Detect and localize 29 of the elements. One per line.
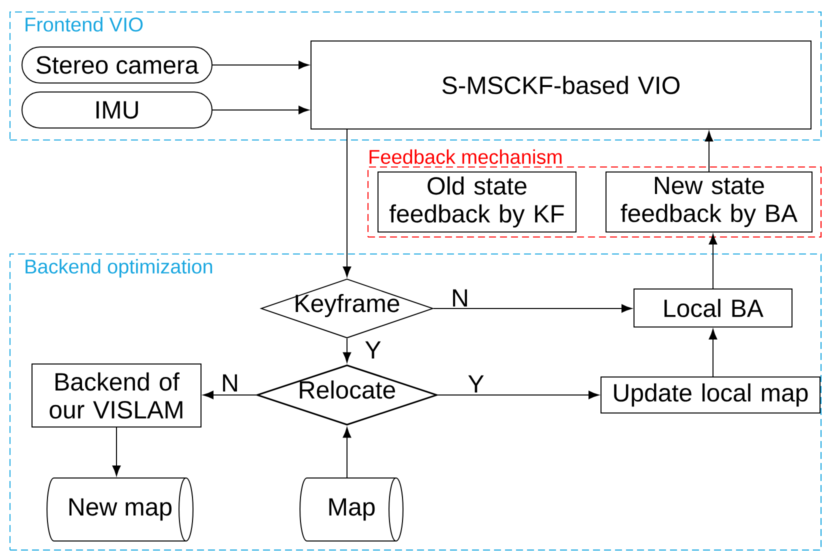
arrow <box>212 106 309 114</box>
edge-label: Y <box>466 374 486 394</box>
arrow <box>212 60 309 70</box>
process-box: S-MSCKF-based VIO <box>310 40 812 130</box>
process-box: New state feedback by BA <box>606 172 812 232</box>
edge-label: N <box>450 288 470 308</box>
edge-label: Y <box>364 340 382 360</box>
process-box: Update local map <box>600 376 820 414</box>
process-box: Backend of our VISLAM <box>32 364 202 428</box>
arrow <box>342 129 352 277</box>
edge-label: N <box>220 373 240 393</box>
arrow <box>203 390 257 400</box>
arrow <box>112 427 121 476</box>
arrow <box>433 304 632 313</box>
process-box: Local BA <box>634 288 792 328</box>
arrow <box>342 338 352 363</box>
node-label: Map <box>329 498 375 521</box>
database-cylinder: New map <box>46 478 194 542</box>
rounded-box: Stereo camera <box>22 46 212 84</box>
arrow <box>342 427 352 478</box>
node-label: New map <box>69 498 172 521</box>
database-cylinder: Map <box>300 478 404 542</box>
rounded-box: IMU <box>22 92 212 128</box>
node-label: Feedback mechanism <box>370 149 562 164</box>
arrow <box>708 234 718 289</box>
arrow <box>437 390 599 400</box>
arrow <box>704 131 714 172</box>
arrow <box>708 329 718 377</box>
process-box: Old state feedback by KF <box>378 172 576 232</box>
